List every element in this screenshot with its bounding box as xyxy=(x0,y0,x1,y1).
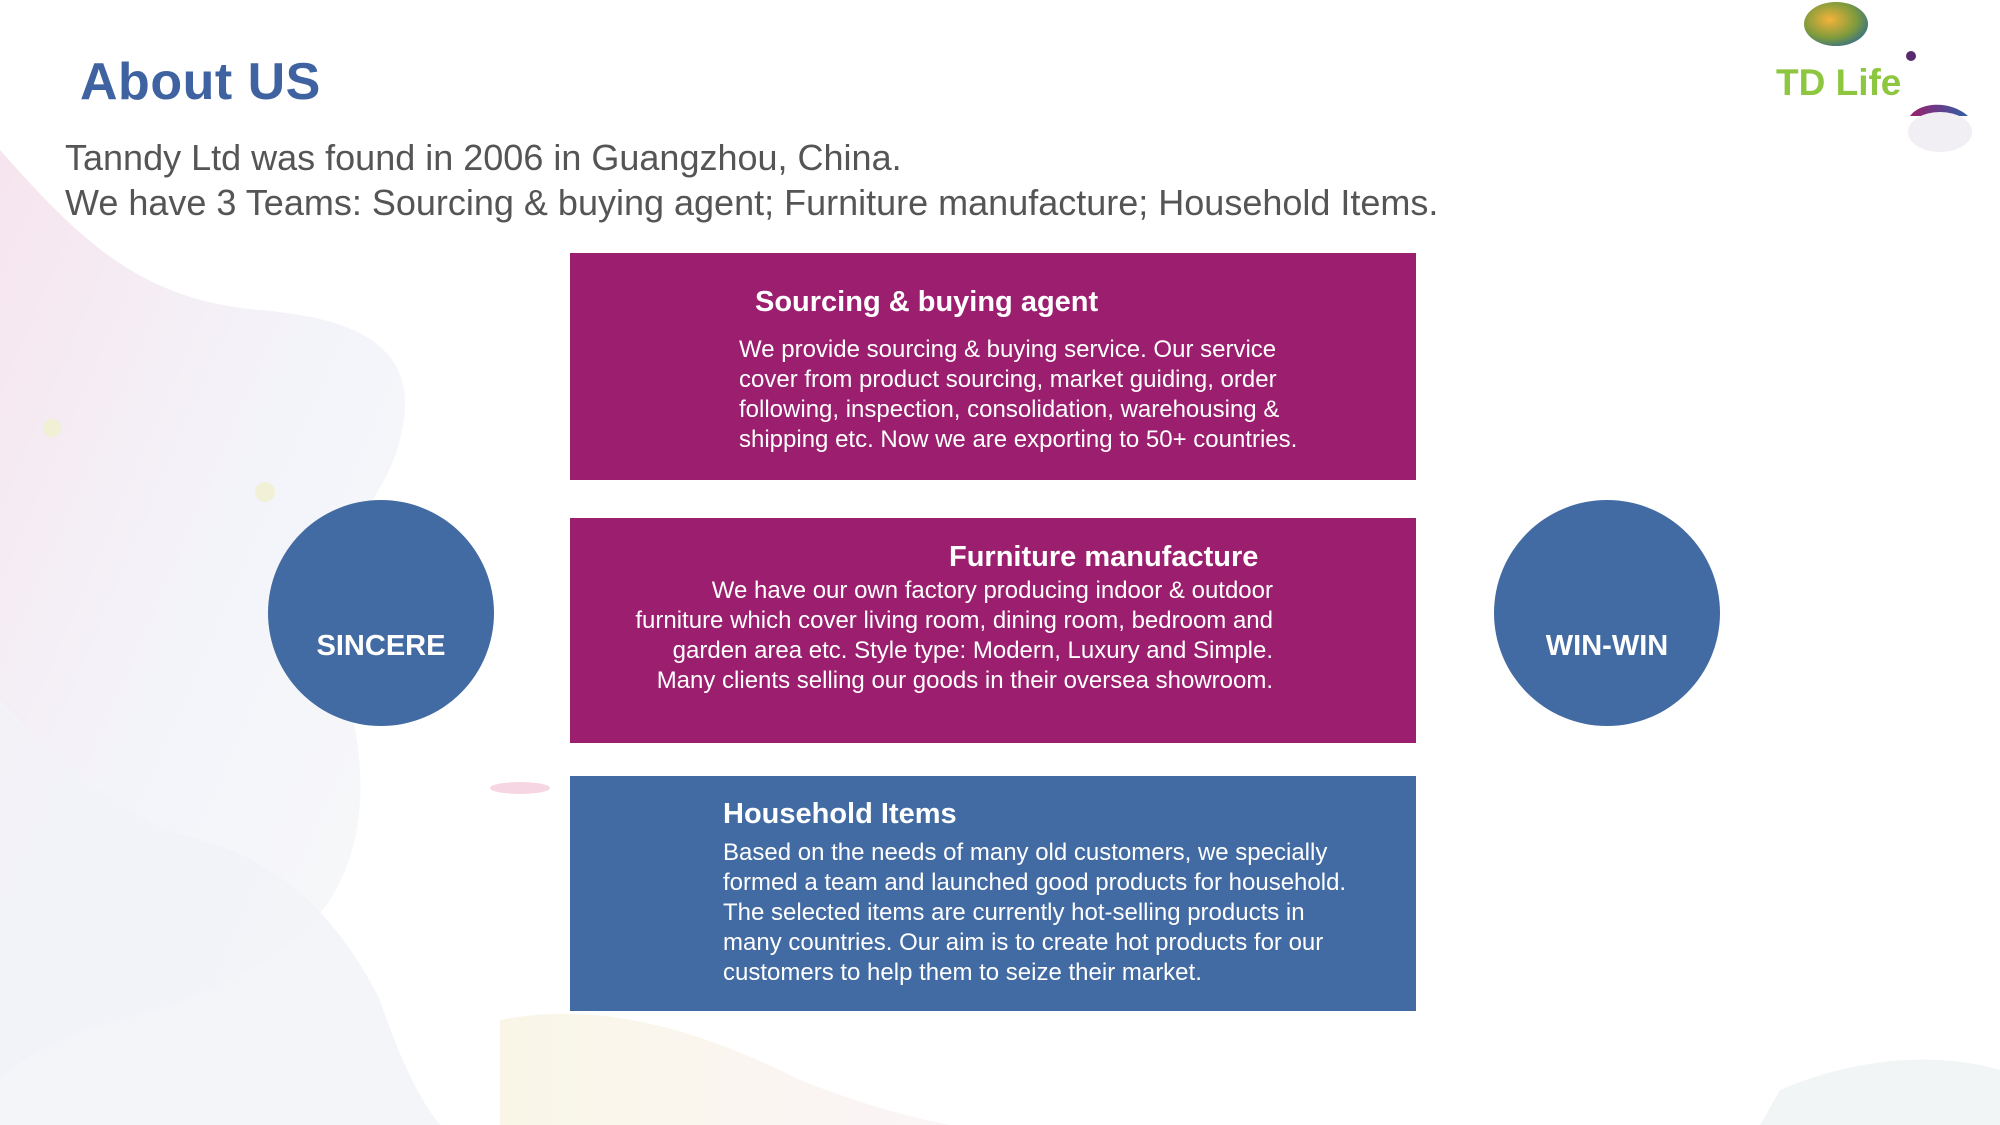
description-line: shipping etc. Now we are exporting to 50… xyxy=(739,426,1298,453)
team-card-furniture: Furniture manufacture We have our own fa… xyxy=(570,518,1416,743)
description-line: We provide sourcing & buying service. Ou… xyxy=(739,336,1277,363)
team-card-household: Household Items Based on the needs of ma… xyxy=(570,776,1416,1011)
description-line: many countries. Our aim is to create hot… xyxy=(723,929,1324,956)
team-card-title: Sourcing & buying agent xyxy=(755,286,1099,318)
description-line: garden area etc. Style type: Modern, Lux… xyxy=(672,637,1273,664)
intro-line: We have 3 Teams: Sourcing & buying agent… xyxy=(65,182,1439,223)
description-line: Many clients selling our goods in their … xyxy=(656,667,1273,694)
description-line: Based on the needs of many old customers… xyxy=(723,839,1328,866)
description-line: cover from product sourcing, market guid… xyxy=(739,366,1277,393)
description-line: furniture which cover living room, dinin… xyxy=(635,607,1273,634)
page-title: About US xyxy=(80,53,321,111)
description-line: We have our own factory producing indoor… xyxy=(711,577,1273,604)
description-line: following, inspection, consolidation, wa… xyxy=(739,396,1280,423)
intro-line: Tanndy Ltd was found in 2006 in Guangzho… xyxy=(65,137,902,178)
value-circle-sincere: SINCERE xyxy=(268,500,494,726)
brand-logo: TD Life xyxy=(1776,62,1902,103)
team-card-title: Furniture manufacture xyxy=(949,541,1259,573)
description-line: The selected items are currently hot-sel… xyxy=(723,899,1305,926)
team-card-description: We provide sourcing & buying service. Ou… xyxy=(739,335,1297,455)
intro-text: Tanndy Ltd was found in 2006 in Guangzho… xyxy=(65,135,1438,225)
team-card-description: We have our own factory producing indoor… xyxy=(570,576,1273,696)
team-card-description: Based on the needs of many old customers… xyxy=(723,838,1346,988)
logo-blob-icon xyxy=(1804,2,1972,152)
value-circle-win-win: WIN-WIN xyxy=(1494,500,1720,726)
team-card-title: Household Items xyxy=(723,798,957,830)
team-card-sourcing: Sourcing & buying agent We provide sourc… xyxy=(570,253,1416,480)
description-line: formed a team and launched good products… xyxy=(723,869,1347,896)
description-line: customers to help them to seize their ma… xyxy=(723,959,1202,986)
